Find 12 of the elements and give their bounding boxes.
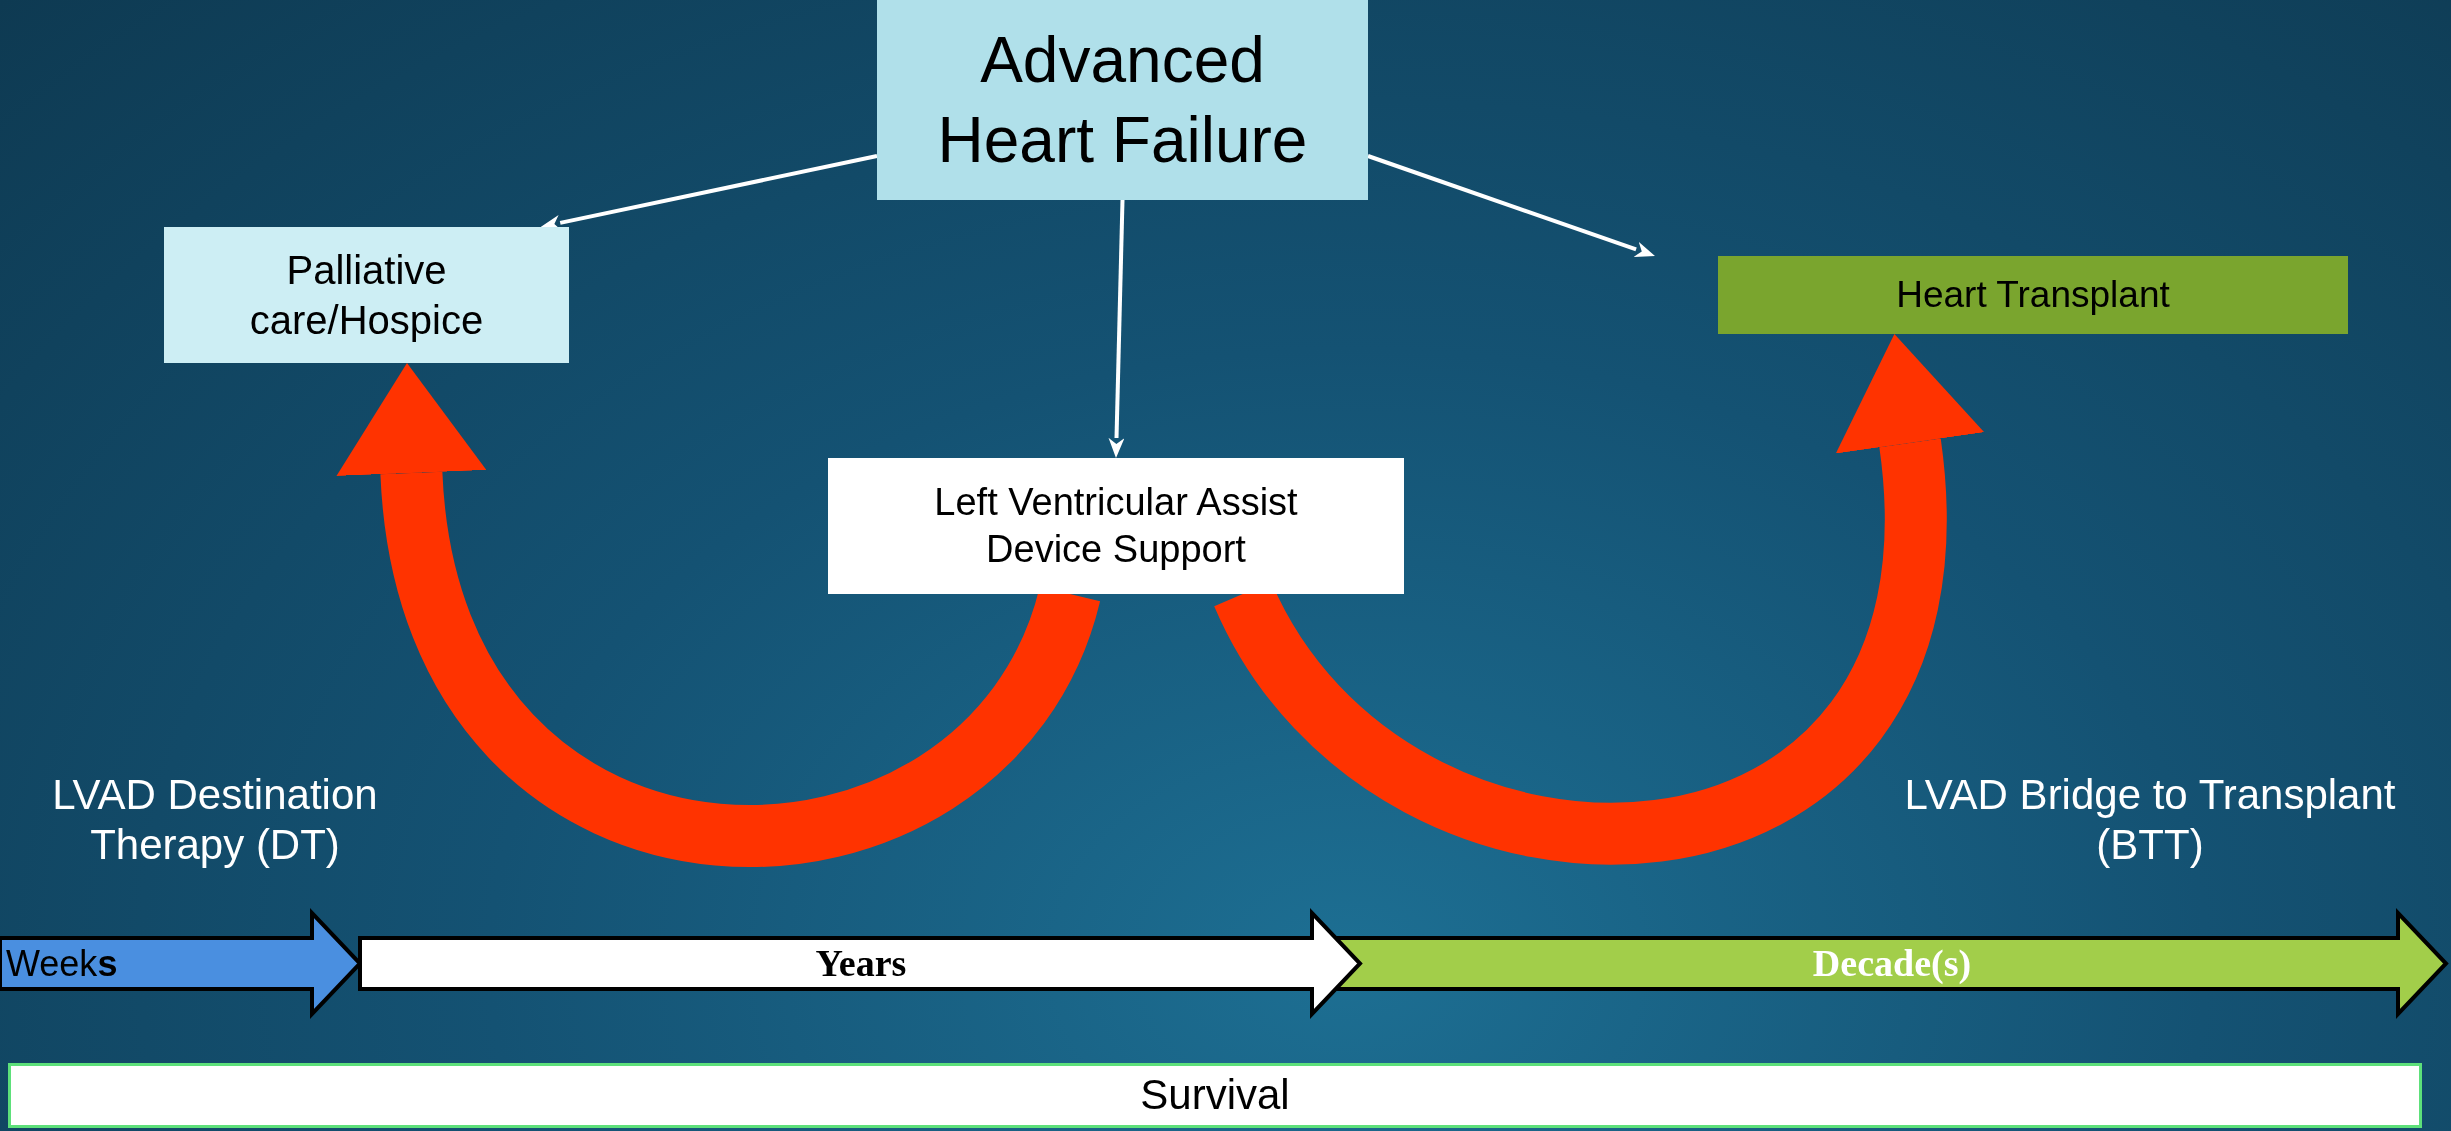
mode-label: LVAD Bridge to Transplant (BTT) bbox=[1903, 770, 2397, 871]
curved-arrow bbox=[1215, 332, 1985, 864]
arrow bbox=[1108, 199, 1125, 458]
survival-bar: Survival bbox=[8, 1063, 2422, 1128]
mode-label: LVAD Destination Therapy (DT) bbox=[51, 770, 379, 871]
outcome-box: Palliative care/Hospice bbox=[164, 227, 569, 363]
arrow bbox=[1367, 154, 1655, 257]
title-box: Advanced Heart Failure bbox=[877, 0, 1368, 200]
timeline-band: Decade(s) bbox=[1336, 911, 2448, 1016]
outcome-box: Heart Transplant bbox=[1718, 256, 2348, 334]
timeline-band: Years bbox=[360, 911, 1362, 1016]
therapy-box: Left Ventricular Assist Device Support bbox=[828, 458, 1404, 594]
